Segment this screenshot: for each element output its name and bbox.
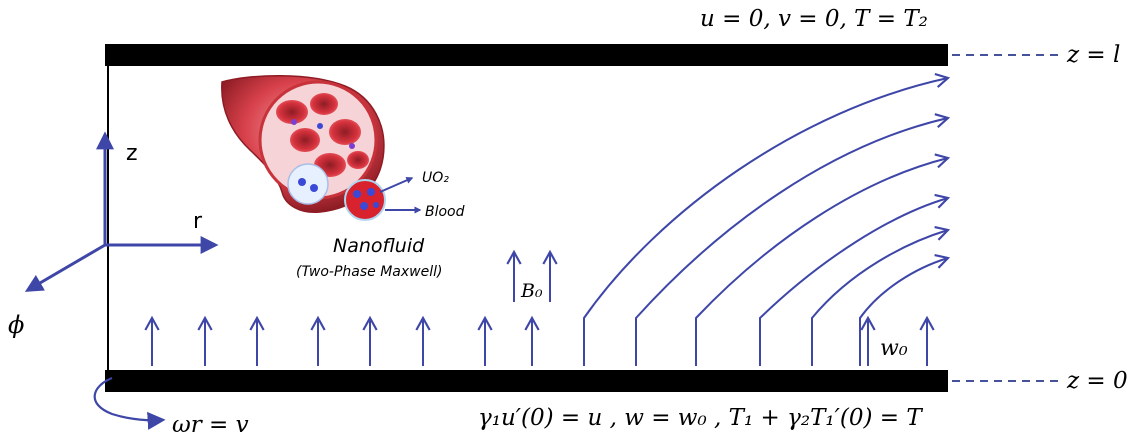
nanofluid-subtitle: (Two-Phase Maxwell) <box>296 264 442 280</box>
nanoparticle-dot <box>291 119 297 125</box>
zoomed-nanoparticle <box>344 179 386 221</box>
injection-arrows <box>144 315 935 366</box>
r-axis-label: r <box>193 209 203 234</box>
nanofluid-title: Nanofluid <box>333 235 425 257</box>
streamline <box>759 193 951 366</box>
streamline <box>635 113 951 366</box>
top-plate <box>105 44 948 66</box>
top-line-label: z = l <box>1066 42 1120 68</box>
nanoparticle-dot <box>349 143 355 149</box>
magnetic-field-label: B₀ <box>520 280 543 302</box>
red-blood-cell <box>310 93 338 115</box>
red-blood-cell <box>276 100 308 124</box>
bottom-condition: γ₁u′(0) = u , w = w₀ , T₁ + γ₂T₁′(0) = T <box>478 405 923 431</box>
injection-label: w₀ <box>880 336 908 361</box>
streamline <box>695 153 951 366</box>
phi-axis-label: ϕ <box>8 311 24 339</box>
magnetic-field: B₀ <box>506 249 558 302</box>
uo2-label: UO₂ <box>422 170 449 186</box>
red-blood-cell <box>290 128 320 152</box>
bottom-plate <box>105 370 948 392</box>
uo2-pointer-arrow <box>379 177 414 193</box>
bottom-line-label: z = 0 <box>1066 368 1128 394</box>
phi-axis-arrow <box>24 243 106 292</box>
rotation-label: ωr = v <box>172 412 249 438</box>
top-condition: u = 0, v = 0, T = T₂ <box>700 6 928 32</box>
red-blood-cell <box>329 119 361 145</box>
nanoparticle-dot <box>360 202 368 210</box>
nanoparticle-dot <box>310 184 318 192</box>
streamline <box>583 73 951 366</box>
nanoparticle-dot <box>298 178 306 186</box>
streamline <box>811 226 951 366</box>
rotation-arrow <box>93 376 166 430</box>
streamline <box>859 254 951 366</box>
nanoparticle-dot <box>317 123 323 129</box>
z-axis-label: z <box>126 141 138 166</box>
nanoparticle-dot <box>367 188 375 196</box>
blood-label: Blood <box>425 204 465 220</box>
blood-vessel-illustration: UO₂ Blood <box>221 75 465 221</box>
coordinate-axes: z r ϕ <box>8 131 219 339</box>
nanoparticle-dot <box>373 202 379 208</box>
nanoparticle-dot <box>353 190 361 198</box>
streamlines <box>583 73 951 366</box>
white-blood-cell <box>287 163 329 205</box>
red-blood-cell <box>347 151 369 169</box>
